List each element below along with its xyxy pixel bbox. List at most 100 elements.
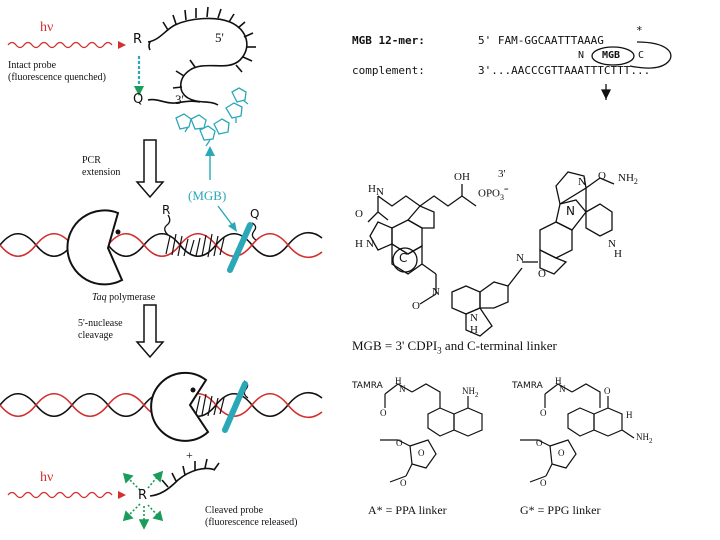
intact-probe-line2: (fluorescence quenched) [8, 72, 106, 83]
hv-label-bottom: hν [40, 470, 54, 485]
mgb-pointer-down [217, 205, 234, 227]
chem-n-far: N [578, 176, 586, 188]
reporter-r-label-mid: R [162, 203, 171, 217]
intact-probe-line1: Intact probe [8, 60, 57, 71]
chem-3prime: 3' [498, 168, 506, 180]
light-wave-top-arrowhead [118, 41, 126, 49]
sequence-mgb-loop [591, 41, 672, 100]
seq-value-complement: 3'...AACCCGTTAAATTTCTTT... [478, 64, 651, 77]
chem-opo3: OPO3= [478, 185, 509, 202]
chem-h-ring-right: H [614, 248, 622, 260]
chem-o-far: O [598, 170, 606, 182]
ppg-o-3prime: O [540, 478, 547, 488]
chem-n-left: N [366, 238, 374, 250]
ring-c-label: C [399, 251, 408, 265]
chem-n-lower: N [470, 312, 478, 324]
chem-nh2-text: NH [618, 172, 634, 184]
dna-helix-middle [0, 214, 323, 259]
ppg-o: O [540, 408, 547, 418]
reporter-r-label-top: R [133, 32, 143, 47]
light-wave-bottom [7, 491, 113, 499]
ppa-o-sugar: O [396, 438, 403, 448]
taq-polymerase-bottom [150, 371, 210, 442]
quencher-q-label-top: Q [133, 92, 144, 107]
mgb-bar-middle [227, 222, 253, 273]
chem-o-right: O [538, 268, 546, 280]
quencher-q-label-mid: Q [250, 207, 260, 221]
plus-sign: + [186, 448, 193, 462]
intact-probe-hairpin [147, 6, 256, 106]
ppa-nh2: NH2 [462, 386, 479, 399]
tamra-label-2: TAMRA [512, 381, 543, 391]
flow-arrow-1 [135, 139, 165, 199]
seq-label-mgb12: MGB 12-mer: [352, 34, 425, 47]
ppa-nh2-sub: 2 [475, 390, 479, 399]
chem-opo3-sub: 3 [500, 192, 505, 202]
taq-polymerase-label: Taq polymerase [92, 292, 155, 303]
seq-label-complement: complement: [352, 64, 425, 77]
chem-h-lower: H [470, 324, 478, 336]
cleaved-probe-line1: Cleaved probe [205, 505, 264, 516]
pcr-extension-line1: PCR [82, 155, 101, 166]
ppa-o-3prime: O [400, 478, 407, 488]
nuclease-line1: 5'-nuclease [78, 318, 123, 329]
hv-label-top: hν [40, 20, 54, 35]
five-prime-label: 5' [215, 30, 224, 45]
mgb-paren-label: (MGB) [188, 188, 227, 203]
ppa-o-ring: O [418, 448, 425, 458]
chem-h-top: H [368, 183, 376, 195]
taq-polymerase-middle [66, 209, 124, 286]
mgb-caption-sub: 3 [437, 345, 442, 356]
taq-italic: Taq [92, 292, 107, 303]
chem-h-left: H [355, 238, 363, 250]
pcr-extension-line2: extension [82, 167, 121, 178]
ppa-nh2-text: NH [462, 386, 475, 396]
ppg-o-top: O [604, 386, 611, 396]
cleaved-probe-fragment [149, 458, 220, 497]
cdpi3-structure [367, 171, 615, 337]
flow-arrow-2 [135, 304, 165, 359]
chem-n-mid: N [432, 286, 440, 298]
seq-value-mgb12: 5' FAM-GGCAATTTAAAG [478, 34, 604, 47]
mgb-bar-bottom [222, 381, 248, 433]
chem-n-right: N [516, 252, 524, 264]
ring-n-label: N [566, 204, 575, 218]
ppg-o-sugar: O [536, 438, 543, 448]
seq-mgb-box: MGB [602, 50, 621, 61]
taq-rest: polymerase [106, 292, 156, 303]
ppa-h: H [395, 376, 402, 386]
nuclease-line2: cleavage [78, 330, 113, 341]
ppg-h: H [555, 376, 562, 386]
light-wave-top [7, 41, 113, 49]
seq-n: N [578, 50, 585, 61]
fluorescence-arrows [122, 470, 164, 530]
mgb-caption-b: and C-terminal linker [441, 338, 557, 353]
mgb-caption-a: MGB = 3' CDPI [352, 338, 438, 353]
reporter-r-label-bottom: R [138, 488, 148, 503]
tamra-label-1: TAMRA [352, 381, 383, 391]
ppg-nh2-sub: 2 [649, 436, 653, 445]
three-prime-label: 3' [175, 92, 184, 107]
ppg-caption: G* = PPG linker [520, 503, 601, 517]
chem-nh2-sub: 2 [633, 177, 638, 187]
ppa-n: N [399, 384, 406, 394]
chem-nh2: NH2 [618, 172, 638, 186]
chem-oh: OH [454, 171, 470, 183]
ppg-o-ring: O [558, 448, 565, 458]
mgb-molecule-top [175, 87, 249, 147]
mgb-caption: MGB = 3' CDPI3 and C-terminal linker [352, 338, 557, 356]
ppa-caption: A* = PPA linker [368, 503, 447, 517]
chem-n-ring-right: N [608, 238, 616, 250]
chem-o-mid: O [412, 300, 420, 312]
chem-opo3-text: OPO [478, 187, 501, 200]
ppg-nh2-text: NH [636, 432, 649, 442]
ppg-structure [520, 383, 635, 483]
chem-n-top: N [376, 186, 384, 198]
ppa-structure [380, 383, 483, 483]
ppa-o: O [380, 408, 387, 418]
chem-o-left: O [355, 208, 363, 220]
chem-opo3-sup: = [504, 185, 509, 194]
ppg-nh2: NH2 [636, 432, 653, 445]
ppg-n: N [559, 384, 566, 394]
